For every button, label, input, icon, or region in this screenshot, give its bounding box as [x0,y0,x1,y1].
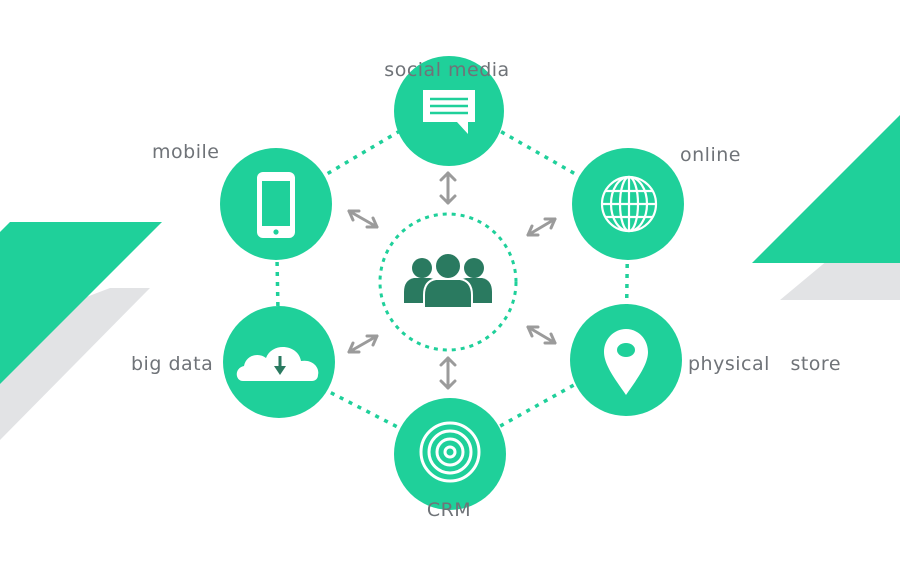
target-icon [419,421,481,483]
node-big-data [223,306,335,418]
node-social-media [394,56,504,166]
right-decoration [752,115,900,300]
label-physical-store-line-1: physical [688,353,770,375]
label-mobile: mobile [152,141,220,163]
arrow-mobile [347,209,379,229]
connection-arrows [347,171,557,390]
node-online [572,148,684,260]
left-decoration [0,222,162,440]
globe-icon [600,175,658,233]
chat-bubble-icon [423,90,475,134]
customers-group-icon [404,252,492,309]
label-online: online [680,144,741,166]
label-social-media: social media [384,59,510,81]
arrow-physical-store [526,325,557,345]
label-big-data: big data [131,353,214,375]
arrow-crm [439,356,457,390]
node-crm [394,398,506,510]
node-physical-store [570,304,682,416]
label-physical-store: physical store [688,352,841,376]
node-mobile [220,148,332,260]
label-crm: CRM [426,499,472,521]
right-green-stripe [752,115,900,263]
arrow-online [526,217,557,237]
map-pin-icon [604,329,648,395]
smartphone-icon [257,172,295,238]
arrow-big-data [347,334,379,354]
left-green-stripe [0,222,162,384]
cloud-download-icon [236,347,319,381]
label-physical-store-line-2: store [790,353,842,375]
arrow-social-media [439,171,457,205]
